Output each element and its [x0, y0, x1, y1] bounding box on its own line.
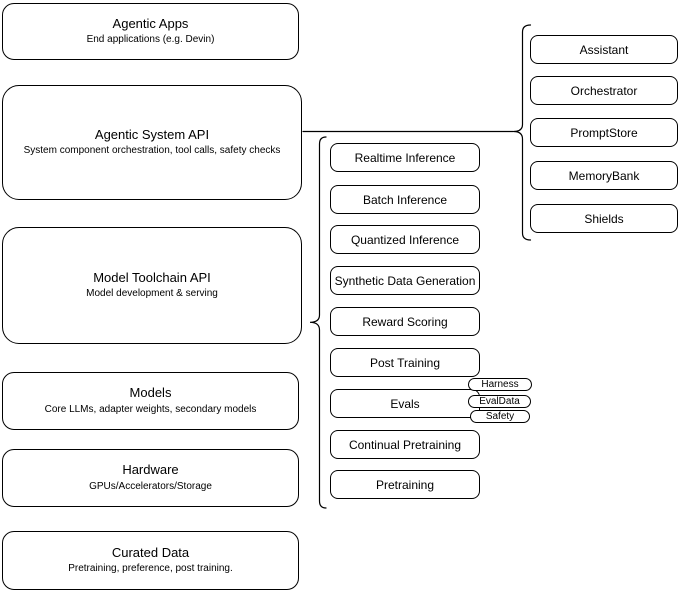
layer-box-models: Models Core LLMs, adapter weights, secon…: [2, 372, 299, 430]
evals-tag-harness: Harness: [468, 378, 532, 391]
layer-subtitle: End applications (e.g. Devin): [86, 34, 215, 46]
layer-title: Curated Data: [111, 544, 190, 560]
toolchain-item-pretraining: Pretraining: [330, 470, 480, 499]
layer-title: Hardware: [122, 462, 179, 478]
layer-box-curated-data: Curated Data Pretraining, preference, po…: [2, 531, 299, 590]
layer-box-agentic-system-api: Agentic System API System component orch…: [2, 85, 302, 200]
toolchain-item-batch-inference: Batch Inference: [330, 185, 480, 214]
toolchain-item-synthetic-data-generation: Synthetic Data Generation: [330, 266, 480, 295]
component-memorybank: MemoryBank: [530, 161, 678, 190]
toolchain-item-post-training: Post Training: [330, 348, 480, 377]
component-assistant: Assistant: [530, 35, 678, 64]
layer-subtitle: Pretraining, preference, post training.: [68, 563, 233, 575]
layer-title: Agentic Apps: [112, 15, 189, 31]
layer-title: Models: [129, 385, 172, 401]
toolchain-item-reward-scoring: Reward Scoring: [330, 307, 480, 336]
layer-subtitle: System component orchestration, tool cal…: [23, 145, 281, 157]
component-promptstore: PromptStore: [530, 118, 678, 147]
toolchain-item-quantized-inference: Quantized Inference: [330, 225, 480, 254]
layer-subtitle: Model development & serving: [86, 288, 218, 300]
toolchain-item-evals: Evals: [330, 389, 480, 418]
layer-box-model-toolchain-api: Model Toolchain API Model development & …: [2, 227, 302, 344]
layer-subtitle: Core LLMs, adapter weights, secondary mo…: [44, 403, 257, 415]
components-brace: [513, 24, 532, 241]
layer-box-hardware: Hardware GPUs/Accelerators/Storage: [2, 449, 299, 507]
toolchain-item-realtime-inference: Realtime Inference: [330, 143, 480, 172]
layer-title: Model Toolchain API: [93, 269, 211, 285]
toolchain-brace: [309, 136, 327, 509]
toolchain-item-continual-pretraining: Continual Pretraining: [330, 430, 480, 459]
component-shields: Shields: [530, 204, 678, 233]
evals-tag-safety: Safety: [470, 410, 530, 423]
layer-title: Agentic System API: [94, 126, 210, 142]
evals-tag-evaldata: EvalData: [468, 395, 531, 408]
layer-box-agentic-apps: Agentic Apps End applications (e.g. Devi…: [2, 3, 299, 60]
component-orchestrator: Orchestrator: [530, 76, 678, 105]
layer-subtitle: GPUs/Accelerators/Storage: [89, 480, 212, 492]
